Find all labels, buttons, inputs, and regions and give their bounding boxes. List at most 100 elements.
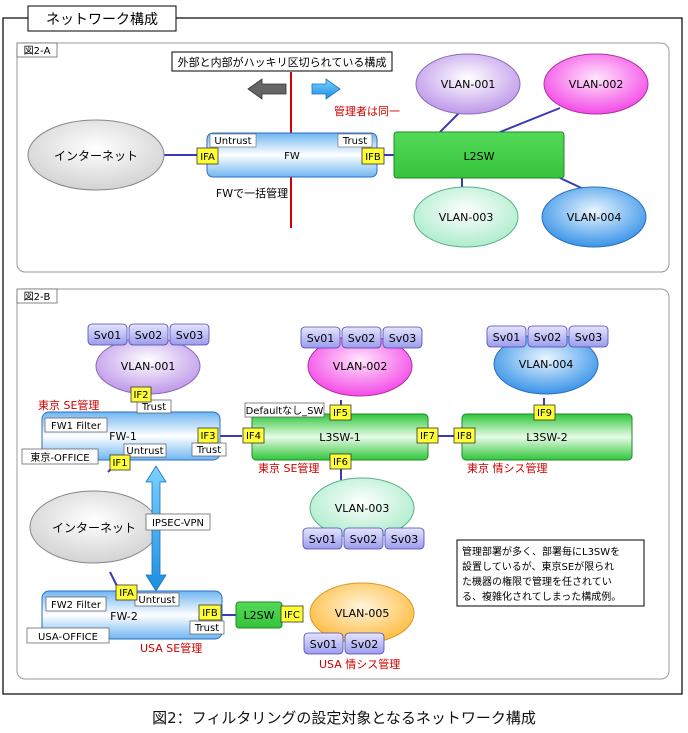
ipsec-label: IPSEC-VPN — [152, 518, 204, 529]
if-ifa-a-label: IFA — [200, 152, 215, 163]
if-if1 — [109, 454, 131, 471]
diagram-b-label-box — [16, 288, 58, 304]
fw2-office-label: USA-OFFICE — [38, 632, 98, 643]
if-ifb-a-label: IFB — [365, 152, 381, 163]
vlan-004-b-label: VLAN-004 — [519, 358, 574, 371]
diagram-a-label: 図2-A — [24, 45, 51, 57]
diagram-b-label: 図2-B — [24, 291, 51, 303]
l3sw2-label: L3SW-2 — [526, 431, 568, 444]
fw1-office-label: 東京-OFFICE — [30, 451, 89, 464]
server-sv01 — [87, 323, 128, 346]
note-box — [456, 539, 645, 607]
server-sv03 — [382, 326, 423, 349]
callout-box — [171, 51, 393, 72]
vlan-001-a-label: VLAN-001 — [441, 78, 496, 91]
vlan-002-a — [543, 53, 649, 115]
if-ifa-b-label: IFA — [119, 588, 134, 599]
if-if9-label: IF9 — [537, 408, 552, 419]
fw-trust-label: Trust — [342, 136, 367, 147]
l3sw1-label: L3SW-1 — [319, 431, 361, 444]
server-sv02-label: Sv02 — [351, 638, 379, 651]
server-sv01-label: Sv01 — [493, 331, 521, 344]
fw1-filter-label: FW1 Filter — [51, 421, 102, 432]
if-ifc-label: IFC — [284, 610, 300, 621]
fw-untrust-label: Untrust — [214, 136, 251, 147]
server-sv02 — [343, 527, 384, 550]
server-sv03 — [169, 323, 210, 346]
server-sv01 — [303, 632, 344, 655]
vlan-003-a — [413, 186, 519, 248]
server-sv02 — [128, 323, 169, 346]
if-if2 — [130, 386, 152, 403]
fw1-untrust-label: Untrust — [126, 446, 163, 457]
vlan-002-a-label: VLAN-002 — [569, 78, 624, 91]
note-line-1: 管理部署が多く、部署毎にL3SWを — [462, 545, 620, 558]
server-sv01-label: Sv01 — [309, 533, 337, 546]
vlan-004-a — [541, 186, 647, 248]
arrow-left-icon — [247, 78, 287, 100]
if-ifb-a — [361, 147, 385, 165]
vlan-003-a-label: VLAN-003 — [439, 211, 494, 224]
server-sv01 — [302, 527, 343, 550]
if-if4-label: IF4 — [246, 431, 261, 442]
fw1-filter-tag — [44, 417, 108, 433]
internet-cloud-a — [27, 119, 165, 191]
server-sv03 — [384, 527, 425, 550]
if-if5 — [329, 404, 352, 421]
if-if5-label: IF5 — [333, 408, 348, 419]
l2sw-b-label: L2SW — [244, 609, 275, 622]
diagram-a-label-box — [16, 42, 58, 58]
server-sv02 — [344, 632, 385, 655]
admin-same-text: 管理者は同一 — [334, 104, 400, 118]
figure-caption: 図2：フィルタリングの設定対象となるネットワーク構成 — [152, 709, 536, 727]
server-sv03-label: Sv03 — [391, 533, 419, 546]
fw2-untrust-label: Untrust — [138, 595, 175, 606]
internet-label-a: インターネット — [54, 149, 138, 163]
tokyo-jsys-label: 東京 情シス管理 — [467, 461, 548, 475]
link-vlan002 — [499, 107, 561, 133]
fw1-trust-top-label: Trust — [141, 402, 166, 413]
server-sv01-label: Sv01 — [310, 638, 338, 651]
if-ifb-b-label: IFB — [202, 608, 218, 619]
internet-label-b: インターネット — [52, 521, 136, 535]
if-ifa-a — [196, 147, 219, 165]
server-sv02-label: Sv02 — [135, 329, 163, 342]
server-sv03 — [568, 325, 609, 348]
default-none-tag — [244, 402, 325, 418]
if-if1-label: IF1 — [112, 458, 127, 469]
title-box — [27, 5, 177, 32]
fw2-office-tag — [26, 627, 110, 644]
ipsec-tag — [145, 513, 211, 531]
if-if8-label: IF8 — [457, 431, 472, 442]
vlan-001-b-label: VLAN-001 — [121, 360, 176, 373]
fw-label-a: FW — [284, 151, 300, 162]
vlan-005-label: VLAN-005 — [335, 607, 390, 620]
if-if3-label: IF3 — [200, 431, 215, 442]
server-sv02-label: Sv02 — [534, 331, 562, 344]
if-if9 — [533, 404, 556, 421]
note-line-4: る、複雑化されてしまった構成例。 — [462, 590, 621, 603]
fw1-trust-right-label: Trust — [196, 445, 221, 456]
if-if3 — [197, 427, 219, 444]
fw1-office-tag — [21, 448, 99, 465]
l2sw-a — [393, 131, 565, 179]
if-if4 — [242, 427, 265, 444]
if-if6-label: IF6 — [333, 457, 348, 468]
server-sv01 — [486, 325, 527, 348]
vlan-004-a-label: VLAN-004 — [567, 211, 622, 224]
tokyo-se-label-2: 東京 SE管理 — [258, 461, 319, 475]
server-sv02-label: Sv02 — [348, 332, 376, 345]
if-if8 — [453, 427, 476, 444]
server-sv02-label: Sv02 — [350, 533, 378, 546]
fw-trust-tag — [337, 133, 373, 148]
fw1-label: FW-1 — [109, 430, 137, 443]
vlan-001-a — [415, 53, 521, 115]
server-sv01-label: Sv01 — [94, 329, 122, 342]
page-title: ネットワーク構成 — [46, 12, 158, 28]
tokyo-se-label: 東京 SE管理 — [38, 398, 99, 412]
note-line-3: た機器の権限で管理を任されてい — [462, 575, 612, 588]
arrow-right-icon — [311, 78, 341, 100]
fw1-untrust-tag — [123, 443, 167, 458]
fw2-label: FW-2 — [110, 610, 138, 623]
if-if6 — [329, 453, 352, 470]
